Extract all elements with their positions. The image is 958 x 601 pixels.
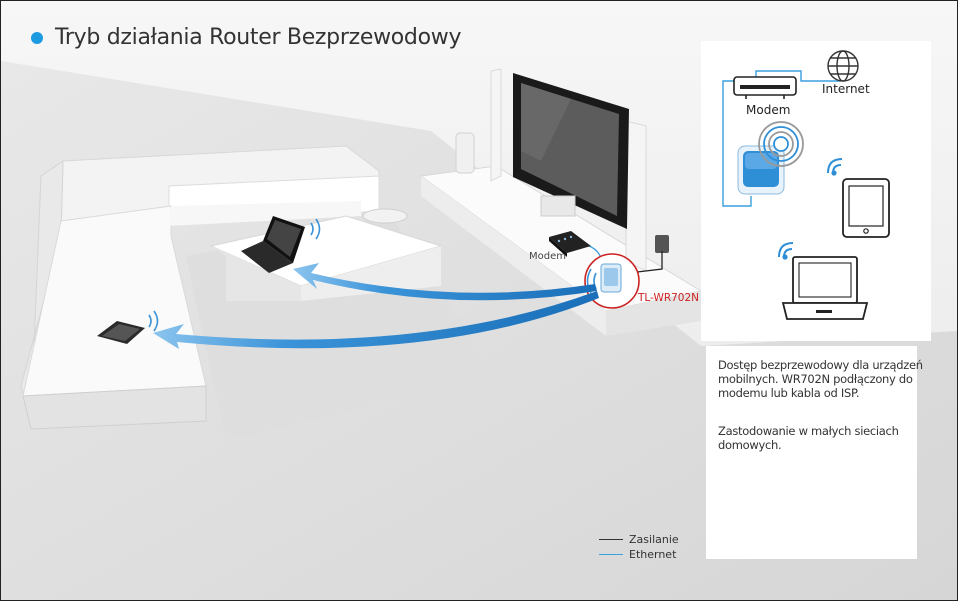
scene-router-label: TL-WR702N — [637, 292, 699, 304]
title-bar: Tryb działania Router Bezprzewodowy — [31, 25, 461, 50]
scene-router — [600, 263, 622, 293]
legend-ethernet-label: Ethernet — [629, 548, 677, 561]
diagram-modem-icon — [733, 76, 797, 99]
diagram-modem-label: Modem — [746, 103, 790, 117]
tablet-wifi-icon — [148, 310, 159, 332]
diagram-laptop-icon — [781, 256, 869, 320]
sofa — [20, 145, 380, 430]
page-title: Tryb działania Router Bezprzewodowy — [55, 25, 462, 50]
legend: Zasilanie Ethernet — [599, 532, 679, 562]
tv-back-panel — [490, 68, 502, 182]
scene-modem — [549, 231, 591, 257]
info-panel: Dostęp bezprzewodowy dla urządzeń mobiln… — [706, 346, 923, 559]
legend-power-line — [599, 539, 623, 540]
legend-power-label: Zasilanie — [629, 533, 679, 546]
info-paragraph-1: Dostęp bezprzewodowy dla urządzeń mobiln… — [718, 358, 923, 400]
legend-item-power: Zasilanie — [599, 532, 679, 547]
legend-item-ethernet: Ethernet — [599, 547, 679, 562]
scene-laptop — [241, 216, 305, 273]
diagram-internet-label: Internet — [822, 82, 870, 96]
diagram-tablet-icon — [842, 178, 890, 238]
tv — [513, 73, 629, 229]
signal-arrow-tablet — [153, 291, 599, 349]
laptop-wifi-icon — [310, 218, 321, 240]
bullet-dot-icon — [31, 31, 43, 44]
diagram-tablet-wifi-icon — [827, 158, 843, 176]
signal-arrow-laptop — [293, 263, 597, 301]
globe-icon — [827, 50, 859, 82]
power-cable — [628, 251, 663, 274]
scene-modem-label: Modem — [529, 251, 566, 262]
legend-ethernet-line — [599, 554, 623, 555]
info-paragraph-2: Zastodowanie w małych sieciach domowych. — [718, 424, 899, 452]
scene-tablet — [97, 321, 145, 344]
diagram-ethernet-line — [722, 70, 841, 207]
diagram-router-wifi-icon — [758, 121, 804, 167]
tv-back-panel-right — [625, 120, 647, 272]
wall-socket — [655, 235, 669, 253]
diagram-laptop-wifi-icon — [778, 242, 794, 260]
